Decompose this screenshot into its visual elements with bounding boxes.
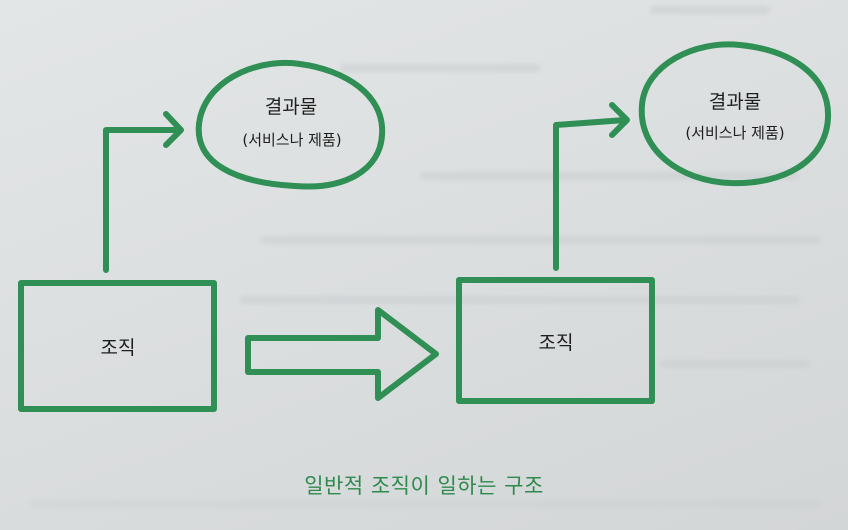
left-org-box	[18, 280, 217, 412]
left-arrowhead	[163, 111, 184, 148]
figure-caption: 일반적 조직이 일하는 구조	[304, 474, 544, 498]
right-arrowhead	[609, 102, 630, 138]
left-result-subtitle: (서비스나 제품)	[242, 131, 341, 149]
left-result-title: 결과물	[265, 96, 317, 118]
left-org-label: 조직	[101, 337, 136, 359]
right-result-circle	[638, 41, 832, 187]
transition-arrow	[245, 307, 439, 401]
left-connector-arrow	[103, 127, 181, 273]
right-org-box	[456, 277, 655, 404]
right-result-title: 결과물	[709, 91, 761, 113]
right-result-subtitle: (서비스나 제품)	[685, 124, 784, 142]
right-connector-arrow	[553, 117, 628, 271]
left-result-circle	[195, 59, 386, 190]
right-org-label: 조직	[539, 332, 574, 354]
